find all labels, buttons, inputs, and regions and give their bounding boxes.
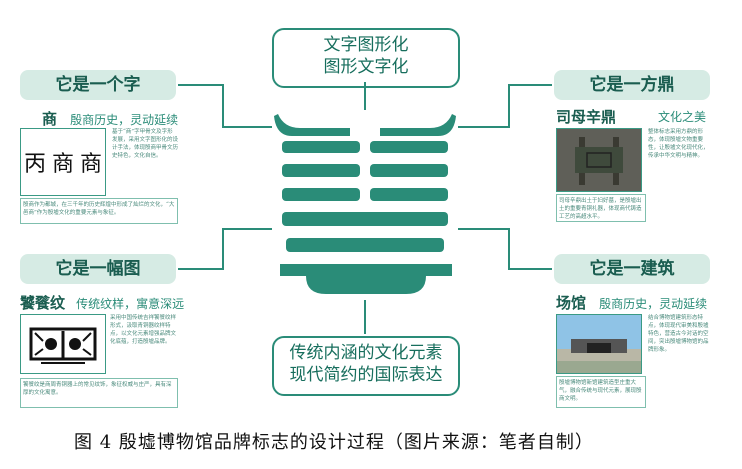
right-top-description: 整体标志采用方鼎的形态，体现殷墟文物重要性，让殷墟文化现代化，传承中华文明与精神… [648, 129, 709, 159]
left-bottom-description: 采用中国传统吉祥饕餮纹样形式，汲取青铜器纹样特点，以文化元素增强品牌文化底蕴，打… [110, 315, 177, 345]
connector-left-top-h2 [222, 126, 272, 128]
right-top-note: 司母辛鼎出土于妇好墓，是殷墟出土的重要青铜礼器，体现商代铸造工艺的高超水平。 [556, 194, 646, 222]
connector-right-bottom-h2 [458, 228, 510, 230]
figure-caption: 图 4 殷墟博物馆品牌标志的设计过程（图片来源：笔者自制） [74, 432, 594, 453]
right-bottom-title: 场馆 [556, 294, 587, 312]
connector-left-bottom-h2 [222, 228, 272, 230]
logo-bar-2-left [282, 164, 360, 177]
logo-bar-1-left [282, 141, 360, 153]
connector-right-top-h2 [458, 126, 510, 128]
right-top-title: 司母辛鼎 [556, 108, 617, 126]
left-top-title: 商 [42, 110, 58, 128]
right-bottom-header: 场馆 殷商历史，灵动延续 [556, 292, 707, 313]
connector-top [364, 82, 366, 110]
connector-left-bottom-h [178, 268, 222, 270]
left-top-image-card: 丙 商 商 [20, 128, 106, 196]
top-concept-line-2: 图形文字化 [323, 57, 409, 77]
logo-base-bracket [280, 264, 452, 294]
logo-bar-5 [286, 238, 444, 252]
left-top-description: 基于“商”字甲骨文及字形发展，采用文字图形化的设计手法，体现殷商甲骨文历史特色，… [112, 129, 178, 159]
logo-bar-1-right [370, 141, 448, 153]
logo-bar-4 [282, 212, 448, 226]
left-bottom-title: 饕餮纹 [20, 294, 66, 312]
right-bottom-image-card [556, 314, 642, 374]
left-bottom-subtitle: 传统纹样，寓意深远 [76, 297, 185, 311]
oracle-glyphs: 丙 商 商 [21, 129, 105, 195]
connector-left-top-v [222, 84, 224, 128]
left-top-header: 商 殷商历史，灵动延续 [42, 108, 178, 129]
left-top-note: 殷商作为都城，在三千年的历史辉煌中形成了灿烂的文化，“大邑商”作为殷墟文化的重要… [20, 198, 178, 224]
bottom-concept-line-1: 传统内涵的文化元素 [289, 343, 443, 363]
connector-bottom [364, 300, 366, 334]
taotie-pattern-icon [29, 327, 97, 364]
logo-bar-3-right [370, 188, 448, 201]
glyph-3: 商 [79, 152, 102, 177]
connector-left-top-h [178, 84, 222, 86]
right-top-image-card [556, 128, 642, 192]
right-bottom-description: 结合博物馆建筑形态特点，体现现代审美和殷墟特色，营造古今对话的空间，突出殷墟博物… [648, 315, 709, 353]
left-bottom-header: 饕餮纹 传统纹样，寓意深远 [20, 292, 184, 313]
top-concept-box: 文字图形化 图形文字化 [272, 28, 460, 88]
logo-top-bracket [274, 114, 456, 136]
logo-bar-2-right [370, 164, 448, 177]
left-bottom-note: 饕餮纹是商周青铜器上的常见纹饰，象征权威与庄严，具有深厚的文化寓意。 [20, 378, 178, 408]
connector-right-top-h [508, 84, 552, 86]
ding-vessel-icon [557, 129, 641, 191]
glyph-1: 丙 [23, 152, 46, 177]
left-top-subtitle: 殷商历史，灵动延续 [70, 113, 179, 127]
left-bottom-image-card [20, 314, 106, 374]
bottom-concept-line-2: 现代简约的国际表达 [289, 365, 443, 385]
label-building: 它是一建筑 [554, 254, 710, 284]
connector-right-bottom-h [508, 268, 552, 270]
right-bottom-note: 殷墟博物馆新馆建筑造型庄重大气，融合传统与现代元素，展现殷商文明。 [556, 376, 646, 408]
connector-right-top-v [508, 84, 510, 128]
top-concept-line-1: 文字图形化 [323, 35, 409, 55]
label-pattern: 它是一幅图 [20, 254, 176, 284]
right-top-header: 司母辛鼎 文化之美 [556, 106, 706, 127]
glyph-2: 商 [51, 152, 74, 177]
label-ding: 它是一方鼎 [554, 70, 710, 100]
right-top-subtitle: 文化之美 [657, 110, 706, 124]
bottom-concept-box: 传统内涵的文化元素 现代简约的国际表达 [272, 336, 460, 396]
connector-left-bottom-v [222, 228, 224, 270]
connector-right-bottom-v [508, 228, 510, 270]
museum-building-icon [557, 315, 641, 373]
logo-bar-3-left [282, 188, 360, 201]
right-bottom-subtitle: 殷商历史，灵动延续 [599, 297, 708, 311]
label-character: 它是一个字 [20, 70, 176, 100]
